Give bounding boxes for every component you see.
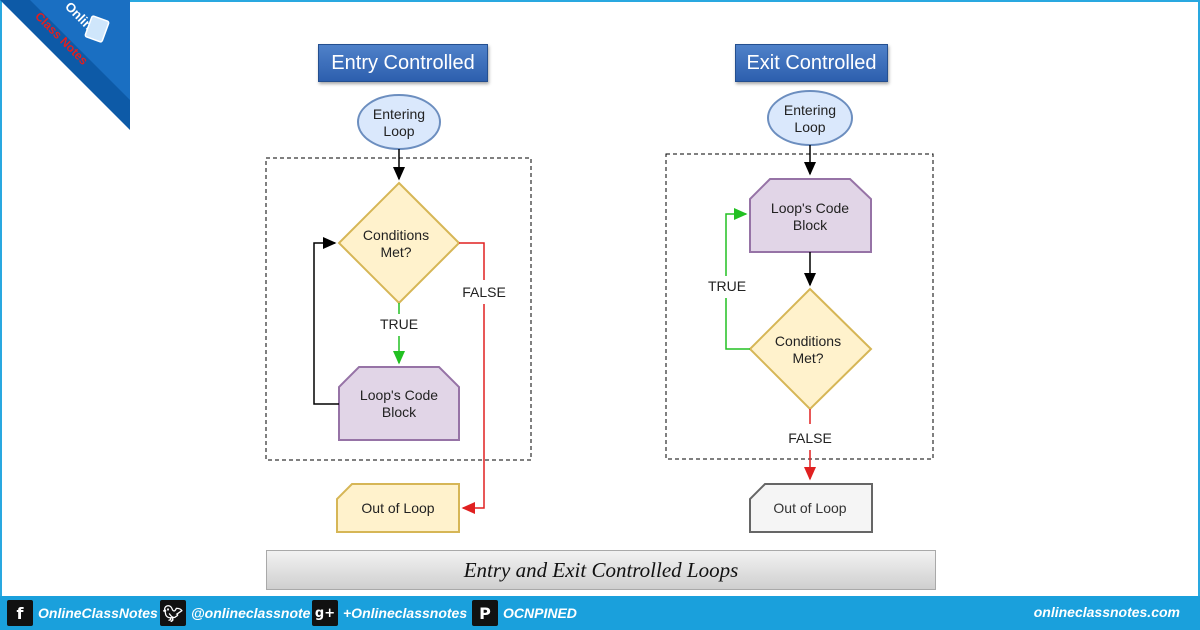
entry-loop-boundary <box>265 157 532 461</box>
entry-start-ellipse <box>357 94 441 150</box>
entry-controlled-title: Entry Controlled <box>318 44 488 82</box>
exit-true-label: TRUE <box>708 278 746 294</box>
exit-true-line-bottom <box>725 298 750 350</box>
entry-start-text-1: Entering <box>373 106 425 122</box>
exit-out-text: Out of Loop <box>773 500 846 516</box>
twitter-label: @onlineclassnote <box>191 605 311 621</box>
entry-code-text-1: Loop's Code <box>360 387 438 403</box>
twitter-icon: 🐦︎ <box>160 600 186 626</box>
pinterest-label: OCNPINED <box>503 605 577 621</box>
pinterest-link[interactable]: P OCNPINED <box>472 600 577 626</box>
entry-start-text-2: Loop <box>383 123 414 139</box>
notebook-icon <box>84 15 110 43</box>
site-link[interactable]: onlineclassnotes.com <box>1033 604 1180 620</box>
entry-false-arrow <box>461 304 485 514</box>
entry-false-line-top <box>459 242 485 280</box>
entry-out-of-loop <box>336 483 460 533</box>
twitter-link[interactable]: 🐦︎ @onlineclassnote <box>160 600 310 626</box>
content-frame <box>0 0 1200 600</box>
entry-out-text: Out of Loop <box>361 500 434 516</box>
entry-condition-text-2: Met? <box>380 244 411 260</box>
entry-true-label: TRUE <box>380 316 418 332</box>
googleplus-icon: g+ <box>312 600 338 626</box>
diagram-caption: Entry and Exit Controlled Loops <box>266 550 936 590</box>
exit-true-arrow <box>725 208 748 276</box>
exit-controlled-title: Exit Controlled <box>735 44 888 82</box>
exit-start-text-1: Entering <box>784 102 836 118</box>
online-class-notes-logo: Online Class Notes <box>0 0 130 130</box>
exit-code-text-2: Block <box>793 217 828 233</box>
entry-condition-diamond <box>337 181 461 305</box>
entry-condition-text-1: Conditions <box>363 227 429 243</box>
facebook-label: OnlineClassNotes <box>38 605 158 621</box>
exit-start-text-2: Loop <box>794 119 825 135</box>
entry-code-block <box>338 366 460 441</box>
exit-code-block <box>749 178 872 253</box>
googleplus-label: +Onlineclassnotes <box>343 605 468 621</box>
googleplus-link[interactable]: g+ +Onlineclassnotes <box>312 600 467 626</box>
exit-condition-diamond <box>748 287 873 411</box>
facebook-link[interactable]: f OnlineClassNotes <box>7 600 158 626</box>
exit-out-of-loop <box>749 483 873 533</box>
exit-start-ellipse <box>767 90 853 146</box>
entry-code-text-2: Block <box>382 404 417 420</box>
exit-condition-text-1: Conditions <box>775 333 841 349</box>
entry-loop-back-arrow <box>313 237 339 405</box>
exit-false-label: FALSE <box>788 430 832 446</box>
pinterest-icon: P <box>472 600 498 626</box>
entry-false-label: FALSE <box>462 284 506 300</box>
facebook-icon: f <box>7 600 33 626</box>
exit-loop-boundary <box>665 153 934 460</box>
exit-code-text-1: Loop's Code <box>771 200 849 216</box>
exit-condition-text-2: Met? <box>792 350 823 366</box>
social-footer: f OnlineClassNotes 🐦︎ @onlineclassnote g… <box>0 596 1200 630</box>
